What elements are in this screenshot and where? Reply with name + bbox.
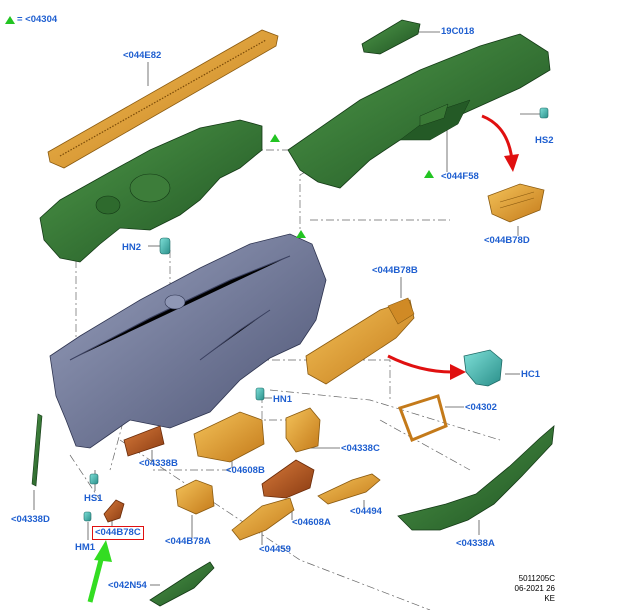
clip-HS2 [539,107,549,119]
panel-04338C [285,407,321,453]
callout-04338D: <04338D [11,514,50,525]
callout-HC1: HC1 [521,369,541,380]
clip-HS1 [89,473,99,485]
callout-04459: <04459 [259,544,291,555]
bracket-04338B [123,425,165,457]
vent-044B78A [175,479,215,515]
callout-04608B: <04608B [226,465,265,476]
bracket-04302 [398,394,448,442]
trim-panel-04338A [397,425,555,531]
callout-04338B: <04338B [139,458,178,469]
legend-text: = <04304 [17,14,58,25]
clip-HN2 [159,237,171,255]
callout-042N54: <042N54 [108,580,147,591]
callout-HN2: HN2 [122,242,142,253]
callout-044B78B: <044B78B [372,265,418,276]
red-direction-arrow-lower [387,354,466,380]
callout-19C018: 19C018 [441,26,475,37]
defroster-grille-044E82 [47,29,279,169]
callout-HS1: HS1 [84,493,103,504]
clip-HC1 [463,349,503,387]
panel-04608B [193,411,265,463]
duct-044B78B [305,297,415,385]
callout-HM1: HM1 [75,542,96,553]
clip-HM1 [83,511,92,522]
tray-04459 [231,497,295,541]
instrument-panel-upper-044F58 [287,33,551,189]
green-triangle-icon [5,15,15,24]
green-pointer-arrow [87,540,112,603]
trim-strip-04338D [31,413,43,487]
drawing-date: 06-2021 26 [514,584,555,593]
callout-044B78A: <044B78A [165,536,211,547]
callout-044B78D: <044B78D [484,235,530,246]
callout-HS2: HS2 [535,135,554,146]
drawing-code: KE [544,594,555,603]
callout-04608A: <04608A [292,517,331,528]
callout-04494: <04494 [350,506,382,517]
callout-044F58: <044F58 [441,171,479,182]
upper-bracket-green [39,119,263,263]
callout-044B78C: <044B78C [92,526,144,540]
callout-04338A: <04338A [456,538,495,549]
callout-044E82: <044E82 [123,50,162,61]
cross-car-beam-gray [49,233,327,449]
callout-HN1: HN1 [273,394,293,405]
bracket-04494 [317,473,381,505]
callout-04338C: <04338C [341,443,380,454]
vent-044B78D [487,183,545,223]
bracket-044B78C [103,499,125,523]
drawing-info: 5011205C 06-2021 26 KE [515,574,555,604]
red-direction-arrow-upper [481,114,519,172]
cover-19C018 [361,19,421,55]
trim-042N54 [149,561,215,607]
panel-04608A [261,459,315,499]
clip-HN1 [255,387,265,401]
legend: = <04304 [5,14,57,25]
callout-04302: <04302 [465,402,497,413]
drawing-number: 5011205C [518,574,555,583]
triangle-markers [270,134,434,238]
